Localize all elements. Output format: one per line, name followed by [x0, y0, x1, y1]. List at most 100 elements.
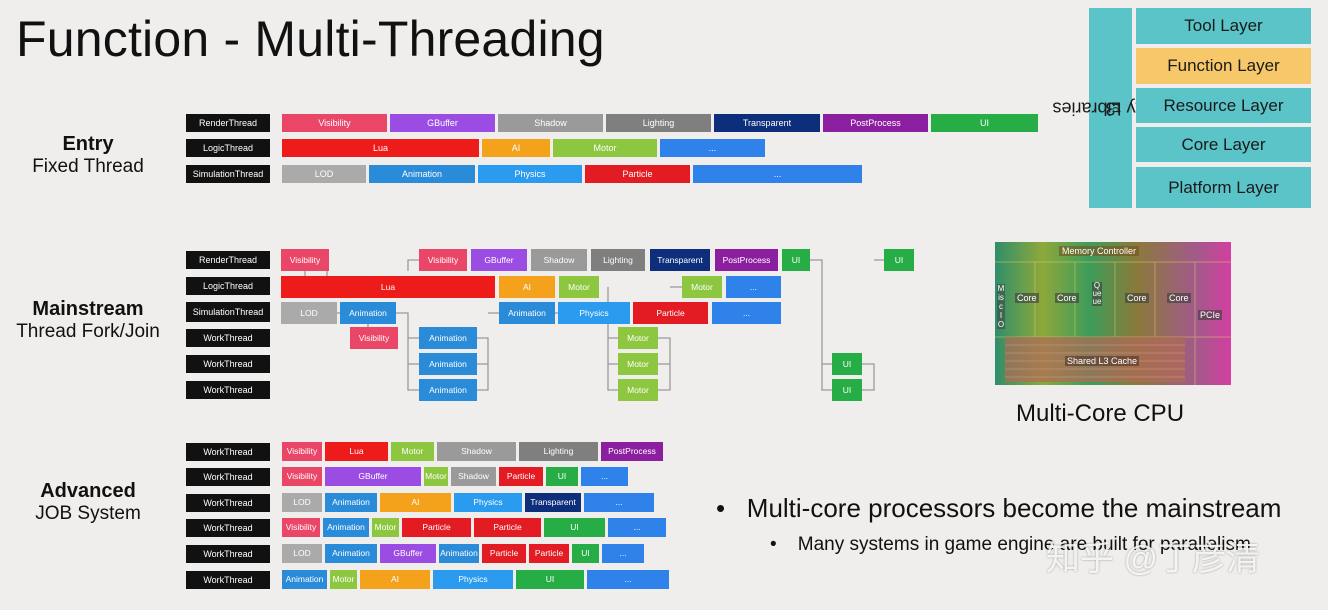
- cpu-core-label: Core: [1167, 293, 1191, 303]
- task-block: Physics: [478, 165, 582, 183]
- task-block: Motor: [553, 139, 657, 157]
- task-block: ...: [584, 493, 654, 512]
- task-block: Motor: [559, 276, 599, 298]
- section-advanced-title: Advanced: [40, 480, 136, 502]
- task-block: Visibility: [282, 518, 320, 537]
- task-block: GBuffer: [390, 114, 495, 132]
- layer-core: Core Layer: [1136, 127, 1311, 162]
- task-block: Particle: [474, 518, 541, 537]
- task-block: Lua: [282, 139, 479, 157]
- task-block: AI: [499, 276, 555, 298]
- task-block: Physics: [454, 493, 522, 512]
- task-block: Motor: [618, 353, 658, 375]
- task-block: Motor: [424, 467, 448, 486]
- task-block: UI: [884, 249, 914, 271]
- task-block: ...: [608, 518, 666, 537]
- task-block: Transparent: [525, 493, 581, 512]
- task-block: Motor: [330, 570, 357, 589]
- task-block: Visibility: [419, 249, 467, 271]
- cpu-caption: Multi-Core CPU: [1016, 400, 1185, 427]
- task-block: Physics: [558, 302, 630, 324]
- section-mainstream-subtitle: Thread Fork/Join: [16, 321, 160, 342]
- thread-label-render: RenderThread: [186, 251, 270, 269]
- task-block: ...: [712, 302, 781, 324]
- task-block: Transparent: [714, 114, 820, 132]
- task-block: AI: [482, 139, 550, 157]
- task-block: UI: [516, 570, 584, 589]
- task-block: LOD: [282, 544, 322, 563]
- task-block: LOD: [281, 302, 337, 324]
- section-mainstream-title: Mainstream: [32, 298, 144, 320]
- cpu-core-label: Core: [1015, 293, 1039, 303]
- cpu-core-label: Core: [1125, 293, 1149, 303]
- task-block: Particle: [499, 467, 543, 486]
- cpu-core-label: Core: [1055, 293, 1079, 303]
- task-block: Motor: [618, 379, 658, 401]
- task-block: UI: [572, 544, 599, 563]
- task-block: ...: [587, 570, 669, 589]
- task-block: ...: [581, 467, 628, 486]
- task-block: PostProcess: [823, 114, 928, 132]
- thread-label-work: WorkThread: [186, 519, 270, 537]
- thread-label-work: WorkThread: [186, 381, 270, 399]
- task-block: Animation: [325, 544, 377, 563]
- thread-label-work: WorkThread: [186, 468, 270, 486]
- cpu-pcie-label: PCIe: [1198, 310, 1223, 320]
- thread-label-render: RenderThread: [186, 114, 270, 132]
- thread-label-work: WorkThread: [186, 571, 270, 589]
- thread-label-simulation: SimulationThread: [186, 165, 270, 183]
- task-block: LOD: [282, 493, 322, 512]
- watermark: 知乎 @丁彦清: [1046, 540, 1260, 578]
- thread-label-work: WorkThread: [186, 355, 270, 373]
- task-block: Particle: [402, 518, 471, 537]
- task-block: Animation: [369, 165, 475, 183]
- thread-label-work: WorkThread: [186, 443, 270, 461]
- task-block: AI: [360, 570, 430, 589]
- thread-label-logic: LogicThread: [186, 277, 270, 295]
- section-entry: Entry Fixed Thread: [3, 133, 173, 178]
- task-block: UI: [544, 518, 605, 537]
- layer-function: Function Layer: [1136, 48, 1311, 84]
- task-block: Visibility: [282, 442, 322, 461]
- task-block: Lighting: [591, 249, 645, 271]
- section-entry-subtitle: Fixed Thread: [32, 156, 144, 177]
- cpu-die-image: Memory Controller Core Core Core Core Qu…: [995, 242, 1231, 385]
- task-block: UI: [546, 467, 578, 486]
- section-entry-title: Entry: [62, 133, 114, 155]
- task-block: Lua: [325, 442, 388, 461]
- cpu-queue-label: Queue: [1092, 281, 1102, 306]
- task-block: Animation: [439, 544, 479, 563]
- task-block: Motor: [391, 442, 434, 461]
- task-block: Transparent: [650, 249, 710, 271]
- task-block: Animation: [282, 570, 327, 589]
- task-block: GBuffer: [380, 544, 436, 563]
- thread-label-logic: LogicThread: [186, 139, 270, 157]
- thread-label-work: WorkThread: [186, 545, 270, 563]
- task-block: Visibility: [282, 114, 387, 132]
- section-advanced-subtitle: JOB System: [35, 503, 141, 524]
- task-block: Motor: [618, 327, 658, 349]
- task-block: Shadow: [451, 467, 496, 486]
- task-block: Particle: [529, 544, 569, 563]
- task-block: Motor: [372, 518, 399, 537]
- thread-label-work: WorkThread: [186, 329, 270, 347]
- task-block: Motor: [682, 276, 722, 298]
- cpu-misc-io-label: Misc IO: [997, 284, 1005, 329]
- task-block: PostProcess: [601, 442, 663, 461]
- task-block: Lighting: [519, 442, 598, 461]
- layer-tool: Tool Layer: [1136, 8, 1311, 44]
- task-block: UI: [832, 353, 862, 375]
- task-block: Particle: [585, 165, 690, 183]
- task-block: UI: [931, 114, 1038, 132]
- layer-resource: Resource Layer: [1136, 88, 1311, 123]
- task-block: Animation: [419, 327, 477, 349]
- task-block: Visibility: [350, 327, 398, 349]
- task-block: Animation: [499, 302, 555, 324]
- task-block: UI: [832, 379, 862, 401]
- task-block: LOD: [282, 165, 366, 183]
- task-block: Particle: [633, 302, 708, 324]
- task-block: ...: [660, 139, 765, 157]
- cpu-memory-controller-label: Memory Controller: [1059, 246, 1140, 256]
- task-block: Animation: [323, 518, 369, 537]
